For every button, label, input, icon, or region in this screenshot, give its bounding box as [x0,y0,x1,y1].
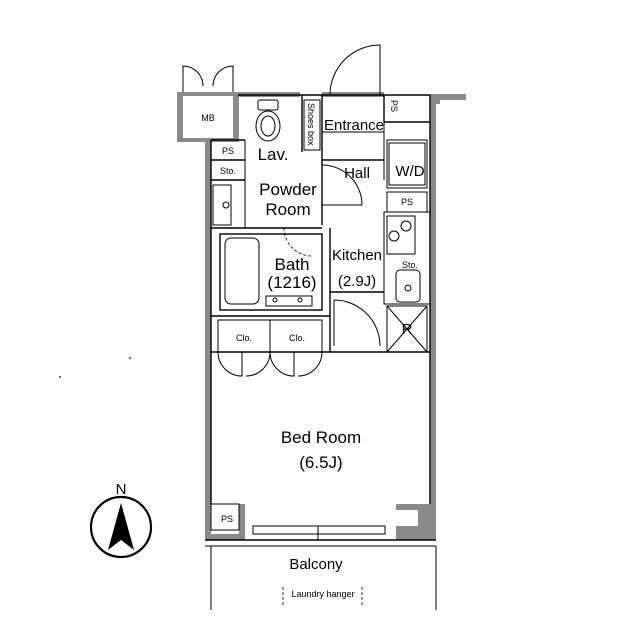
fixtures [212,99,426,311]
wd-label: W/D [395,163,424,180]
bed-room-label: Bed Room [281,428,361,447]
balcony-area [205,525,437,610]
shoes-box-label: Shoes box [306,103,316,146]
clo-left-label: Clo. [236,333,252,343]
stove-icon [386,215,416,255]
ps-top-right-label: PS [389,100,399,112]
sto-kitchen-label: Sto. [402,260,418,270]
storage-labels: PS PS Sto. PS Sto. Clo. Clo. PS [220,100,418,524]
balcony-label: Balcony [289,556,343,573]
mb-label: MB [201,113,215,123]
north-arrow-icon: N [89,481,153,559]
room-labels: MB Entrance Shoes box Lav. Hall W/D Powd… [201,103,424,599]
ps-bedroom-label: PS [221,514,233,524]
clo-right-label: Clo. [289,333,305,343]
hall-label: Hall [344,165,370,182]
doors [182,44,381,377]
sto-left-label: Sto. [220,166,236,176]
bathtub-icon [219,233,323,311]
kitchen-size-label: (2.9J) [338,273,376,290]
sink-icon [395,269,421,303]
ps-kitchen-label: PS [401,197,413,207]
toilet-icon [255,99,281,142]
laundry-hanger-label: Laundry hanger [291,589,354,599]
ps-left-label: PS [222,146,234,156]
bed-room-size-label: (6.5J) [299,453,342,472]
bath-label: Bath [275,255,310,274]
bath-size-label: (1216) [267,273,316,292]
powder-room-label-1: Powder [259,180,317,199]
lav-label: Lav. [258,145,289,164]
north-label: N [116,481,127,498]
kitchen-label: Kitchen [332,247,382,264]
refrigerator-label: R [402,321,413,338]
powder-room-label-2: Room [265,200,310,219]
entrance-label: Entrance [324,117,384,134]
interior-walls [210,94,431,531]
